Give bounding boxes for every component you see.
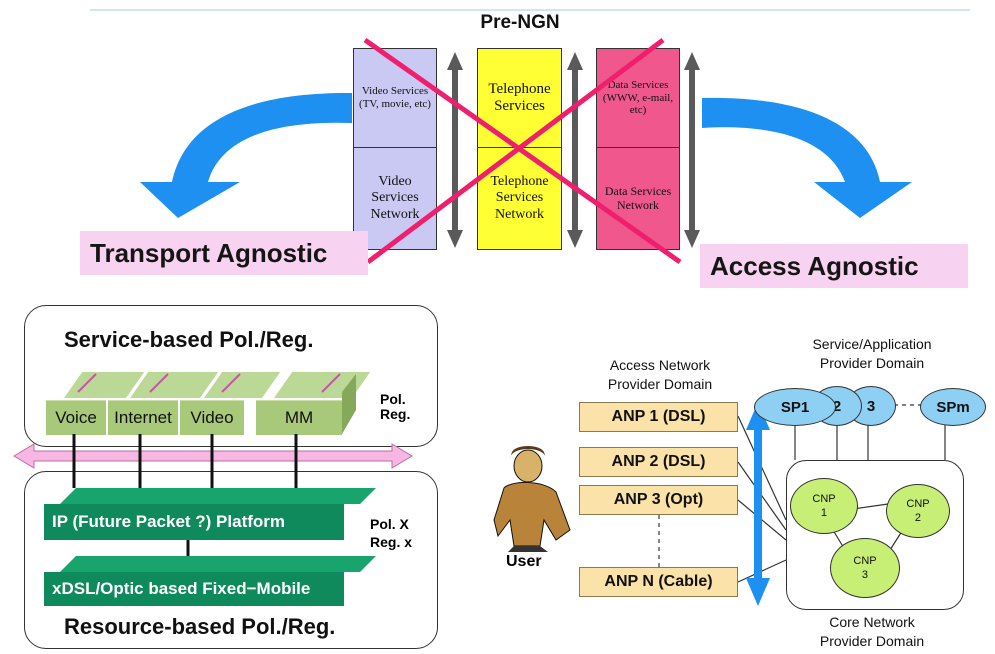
- sp-m-node: SPm: [920, 388, 986, 426]
- voice-block: Voice: [46, 400, 106, 435]
- service-based-label: Service-based Pol./Reg.: [64, 327, 314, 352]
- video-block: Video: [180, 400, 244, 435]
- pol-reg-x-label: Pol. X Reg. x: [370, 516, 413, 550]
- cnp-1-node: CNP 1: [790, 478, 858, 534]
- core-domain-label: Core Network Provider Domain: [819, 614, 925, 649]
- blue-vertical-double-arrow: [746, 402, 770, 606]
- access-domain-label: Access Network Provider Domain: [607, 357, 713, 392]
- right-curved-arrow: [702, 97, 912, 218]
- left-curved-arrow: [140, 92, 352, 218]
- cnp-3-node: CNP 3: [830, 538, 900, 598]
- double-arrow-2: [567, 52, 583, 248]
- fixed-mobile-slab: xDSL/Optic based Fixed−Mobile: [44, 572, 344, 606]
- user-figure: [493, 446, 571, 552]
- telephone-network-cell: Telephone Services Network: [477, 147, 562, 250]
- double-arrow-3: [684, 52, 700, 248]
- user-label: User: [506, 553, 542, 570]
- anp-3: ANP 3 (Opt): [579, 485, 738, 515]
- top-rule: [90, 9, 970, 11]
- anp-2: ANP 2 (DSL): [579, 447, 738, 477]
- cross-line-2: [366, 38, 665, 264]
- data-network-cell: Data Services Network: [596, 147, 680, 250]
- vertical-links: [72, 434, 298, 556]
- pre-ngn-title: Pre-NGN: [480, 12, 560, 33]
- sp-1-node: SP1: [754, 388, 836, 426]
- anp-1: ANP 1 (DSL): [579, 402, 738, 432]
- vertical-double-arrows: [447, 52, 700, 248]
- service-domain-label: Service/Application Provider Domain: [812, 336, 932, 371]
- pol-reg-label: Pol. Reg.: [380, 391, 411, 423]
- video-services-cell: Video Services (TV, movie, etc): [353, 48, 437, 148]
- access-agnostic-label: Access Agnostic: [700, 244, 968, 288]
- data-services-cell: Data Services (WWW, e-mail, etc): [596, 48, 680, 148]
- double-arrow-1: [447, 52, 463, 248]
- internet-block: Internet: [108, 400, 178, 435]
- transport-agnostic-label: Transport Agnostic: [80, 231, 368, 275]
- mm-block: MM: [256, 400, 342, 435]
- pink-small-arrows: [77, 373, 341, 393]
- resource-based-label: Resource-based Pol./Reg.: [64, 614, 336, 639]
- cnp-2-node: CNP 2: [886, 484, 950, 538]
- anp-n: ANP N (Cable): [579, 567, 738, 597]
- cross-line-1: [363, 37, 682, 265]
- ip-platform-slab: IP (Future Packet ?) Platform: [44, 504, 344, 540]
